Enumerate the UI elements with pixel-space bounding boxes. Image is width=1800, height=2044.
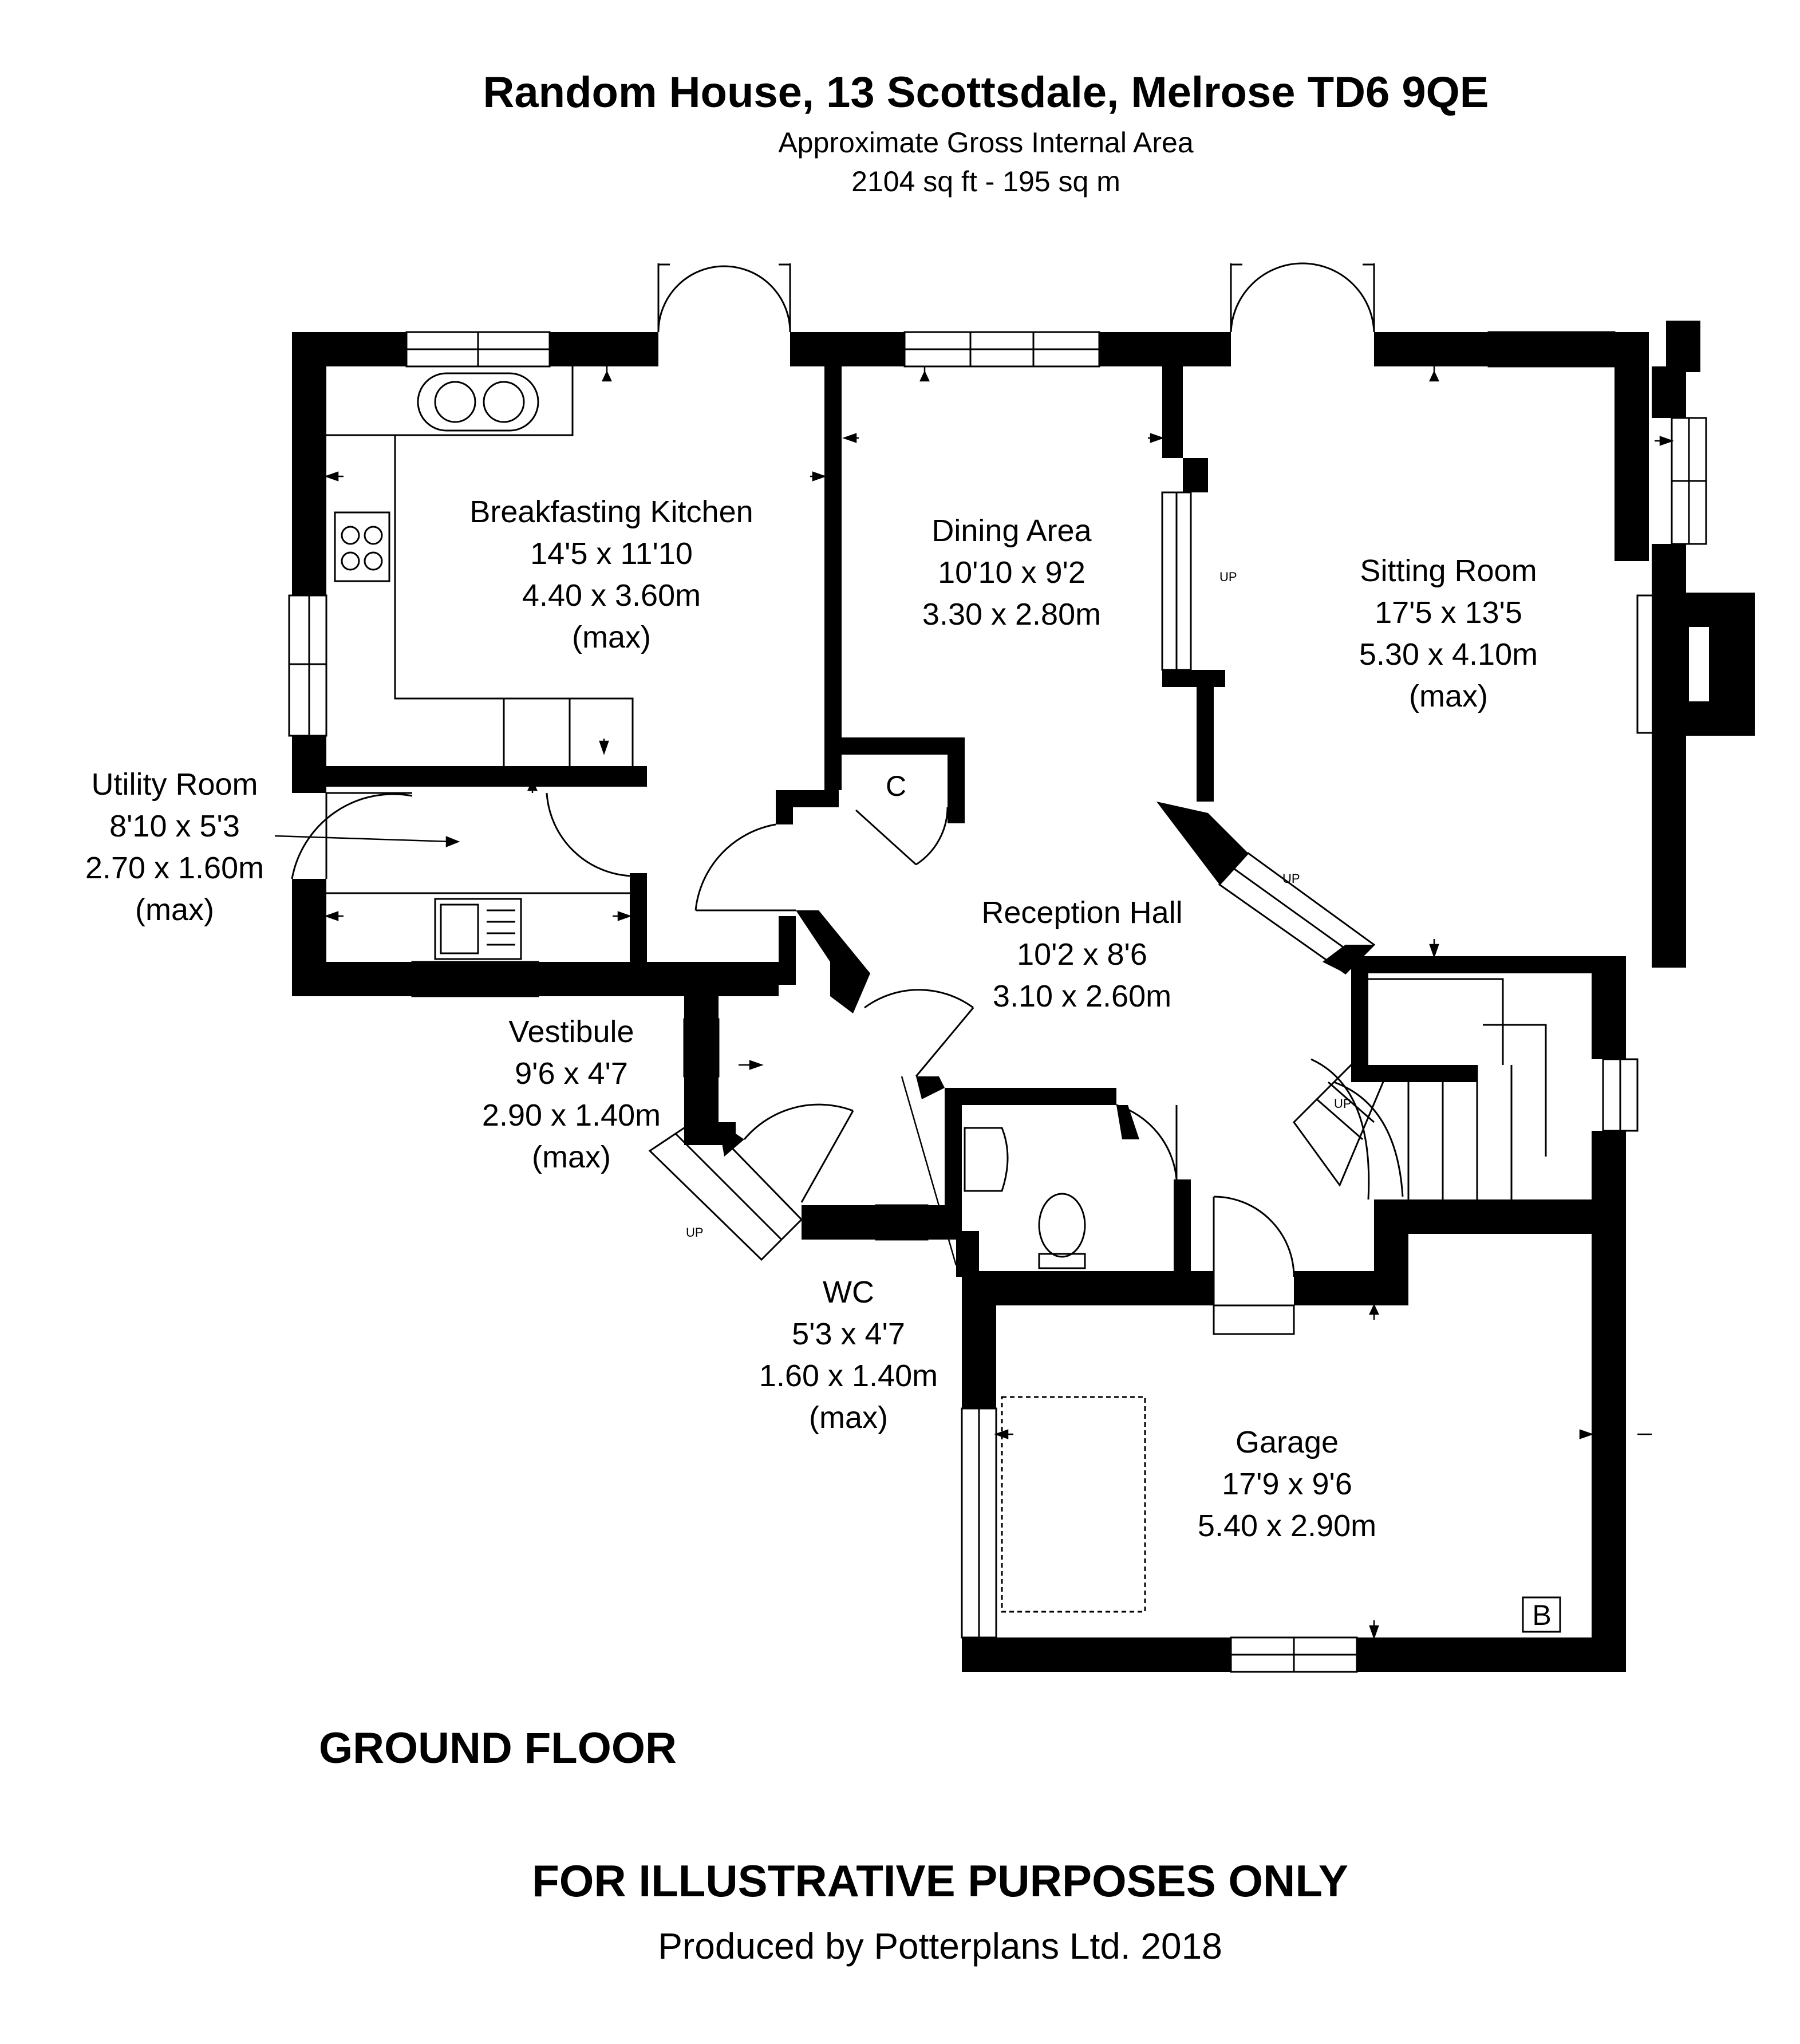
- floor-label: GROUND FLOOR: [319, 1724, 677, 1773]
- svg-text:(max): (max): [1409, 679, 1488, 713]
- svg-text:17'9 x 9'6: 17'9 x 9'6: [1222, 1467, 1352, 1501]
- walls: [292, 321, 1755, 1672]
- svg-text:2.90 x 1.40m: 2.90 x 1.40m: [482, 1098, 661, 1133]
- svg-text:(max): (max): [135, 893, 214, 927]
- svg-text:Sitting Room: Sitting Room: [1360, 554, 1537, 588]
- basin-icon: [964, 1127, 1009, 1192]
- room-vestibule: Vestibule 9'6 x 4'7 2.90 x 1.40m (max): [482, 1015, 661, 1174]
- svg-text:5'3 x 4'7: 5'3 x 4'7: [792, 1317, 905, 1351]
- svg-text:9'6 x 4'7: 9'6 x 4'7: [515, 1056, 628, 1091]
- svg-text:Utility Room: Utility Room: [91, 767, 258, 802]
- boiler-box: [1522, 1596, 1561, 1633]
- hob-icon: [334, 511, 390, 582]
- svg-text:4.40 x 3.60m: 4.40 x 3.60m: [522, 578, 701, 613]
- disclaimer: FOR ILLUSTRATIVE PURPOSES ONLY: [532, 1856, 1348, 1906]
- svg-text:10'2 x 8'6: 10'2 x 8'6: [1017, 937, 1147, 972]
- dimension-arrows: [274, 366, 1674, 1640]
- svg-text:1.60 x 1.40m: 1.60 x 1.40m: [759, 1359, 938, 1393]
- cupboard-label: C: [886, 770, 906, 802]
- svg-text:(max): (max): [532, 1140, 611, 1174]
- room-wc: WC 5'3 x 4'7 1.60 x 1.40m (max): [759, 1275, 938, 1435]
- area-label: Approximate Gross Internal Area: [778, 127, 1194, 159]
- double-sink-icon: [417, 372, 539, 432]
- area-value: 2104 sq ft - 195 sq m: [851, 165, 1120, 198]
- room-dining-area: Dining Area 10'10 x 9'2 3.30 x 2.80m: [922, 514, 1101, 632]
- svg-text:17'5 x 13'5: 17'5 x 13'5: [1375, 595, 1522, 630]
- svg-text:5.40 x 2.90m: 5.40 x 2.90m: [1198, 1509, 1376, 1543]
- svg-text:2.70 x 1.60m: 2.70 x 1.60m: [85, 851, 264, 885]
- room-garage: Garage 17'9 x 9'6 5.40 x 2.90m: [1198, 1425, 1376, 1543]
- up-label-vestibule: UP: [686, 1225, 704, 1240]
- boiler-label: B: [1532, 1599, 1551, 1631]
- svg-text:10'10 x 9'2: 10'10 x 9'2: [938, 555, 1085, 590]
- svg-text:(max): (max): [572, 620, 651, 654]
- svg-text:14'5 x 11'10: 14'5 x 11'10: [530, 536, 693, 571]
- svg-text:Breakfasting Kitchen: Breakfasting Kitchen: [469, 495, 753, 529]
- plan-title: Random House, 13 Scottsdale, Melrose TD6…: [483, 68, 1489, 117]
- room-utility-room: Utility Room 8'10 x 5'3 2.70 x 1.60m (ma…: [85, 767, 264, 927]
- fittings: [326, 366, 1679, 1633]
- svg-text:3.30 x 2.80m: 3.30 x 2.80m: [922, 597, 1101, 632]
- up-label-stairs: UP: [1334, 1096, 1352, 1111]
- svg-text:Garage: Garage: [1235, 1425, 1339, 1459]
- svg-text:Vestibule: Vestibule: [508, 1015, 634, 1049]
- utility-sink-icon: [434, 898, 522, 960]
- credit: Produced by Potterplans Ltd. 2018: [658, 1925, 1222, 1967]
- svg-text:5.30 x 4.10m: 5.30 x 4.10m: [1359, 637, 1538, 672]
- room-sitting-room: Sitting Room 17'5 x 13'5 5.30 x 4.10m (m…: [1359, 554, 1538, 713]
- toilet-icon: [1038, 1193, 1086, 1258]
- svg-text:WC: WC: [823, 1275, 874, 1309]
- svg-text:3.10 x 2.60m: 3.10 x 2.60m: [993, 979, 1171, 1013]
- room-reception-hall: Reception Hall 10'2 x 8'6 3.10 x 2.60m: [981, 895, 1182, 1013]
- room-breakfasting-kitchen: Breakfasting Kitchen 14'5 x 11'10 4.40 x…: [469, 495, 753, 654]
- svg-text:(max): (max): [809, 1400, 888, 1435]
- svg-text:8'10 x 5'3: 8'10 x 5'3: [109, 809, 240, 843]
- fireplace-icon: [1636, 594, 1679, 734]
- windows-doors: [288, 262, 1707, 1673]
- svg-text:Reception Hall: Reception Hall: [981, 895, 1182, 930]
- up-label-partition: UP: [1219, 570, 1237, 584]
- up-label-screen: UP: [1282, 871, 1300, 886]
- svg-text:Dining Area: Dining Area: [931, 514, 1092, 548]
